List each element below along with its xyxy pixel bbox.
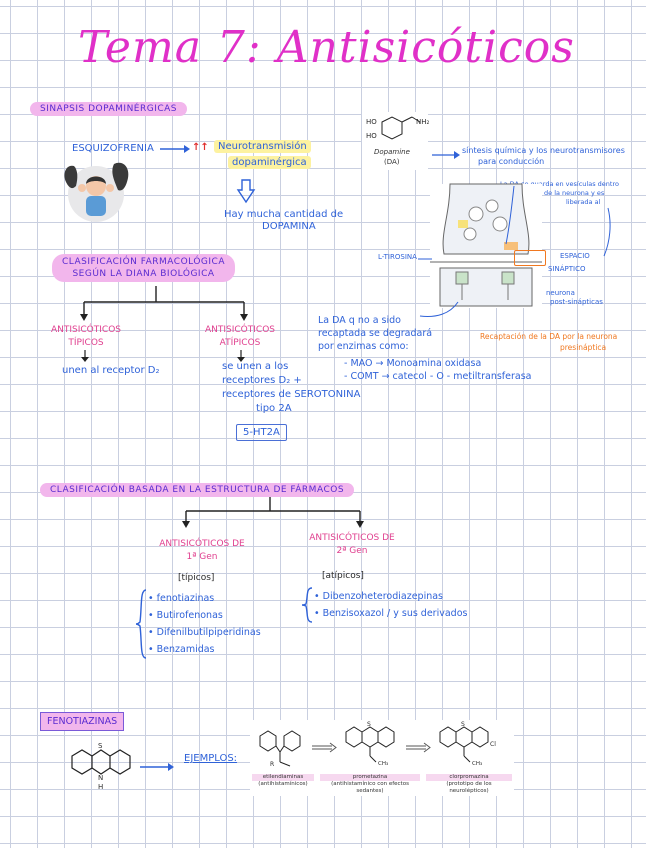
atom-ch3: CH₃ — [378, 761, 389, 767]
arrow-down-icon — [236, 179, 256, 204]
arrow-right-icon — [140, 763, 174, 771]
molecule-abbr: (DA) — [384, 158, 400, 166]
increase-mark: ↑↑ — [192, 142, 209, 153]
molecule-name: Dopamine — [374, 148, 410, 156]
espacio-line1: ESPACIO — [560, 252, 590, 260]
examples-panel: R S S Cl CH₃ CH₃ etilendiaminas (antihis… — [250, 720, 514, 796]
atom-s: S — [98, 742, 103, 750]
arrow-down-icon — [237, 350, 245, 362]
tipicos-description: unen al receptor D₂ — [62, 365, 160, 376]
list-item: • Butirofenonas — [148, 610, 223, 621]
comt-line: - COMT → catecol - O - metiltransferasa — [344, 371, 532, 382]
molecule-ho-2: HO — [366, 132, 377, 140]
atipicos-label: ANTISICÓTICOS ATÍPICOS — [204, 325, 275, 348]
gen1-list: • fenotiazinas • Butirofenonas • Difenil… — [148, 590, 261, 658]
sintesis-line1: síntesis química y los neurotransmisores — [462, 146, 625, 155]
examples-structures — [259, 726, 489, 767]
molecule-nh2: NH₂ — [416, 118, 430, 126]
recaptacion-line1: Recaptación de la DA por la neurona — [480, 332, 618, 341]
list-item: • fenotiazinas — [148, 593, 215, 604]
synapse-diagram — [430, 183, 542, 308]
example-1-caption: etilendiaminas (antihistamínicos) — [252, 774, 314, 788]
gen2-label: ANTISICÓTICOS DE 2ª Gen — [309, 533, 395, 556]
neurona-line2: post-sinápticas — [550, 298, 603, 306]
connector-arrows — [505, 185, 611, 257]
dopamine-structure — [381, 116, 421, 140]
neurotransmision-line1: Neurotransmisión — [214, 140, 311, 153]
arrow-right-icon — [418, 258, 432, 260]
example-3-caption: clorpromazina (prototipo de los neurolép… — [426, 774, 512, 795]
clasificacion-line1: CLASIFICACIÓN FARMACOLÓGICA — [62, 257, 225, 267]
list-item: • Dibenzoheterodiazepinas — [314, 591, 444, 602]
hay-mucha-line1: Hay mucha cantidad de — [224, 209, 344, 220]
tipicos-label: ANTISICÓTICOS TÍPICOS — [50, 325, 121, 348]
brace-gen1 — [135, 589, 147, 659]
atipicos-desc-line2: receptores D₂ + — [222, 375, 302, 386]
mao-line: - MAO → Monoamina oxidasa — [344, 358, 482, 369]
gen2-list: • Dibenzoheterodiazepinas • Benzisoxazol… — [314, 588, 467, 622]
espacio-line2: SINÁPTICO — [548, 265, 586, 273]
l-tirosina-label: L-TIROSINA — [378, 253, 417, 261]
esquizofrenia-illustration — [64, 162, 129, 222]
atom-s: S — [461, 721, 465, 728]
transporter-highlight — [514, 250, 546, 266]
example-2-caption: prometazina (antihistamínico con efectos… — [320, 774, 420, 795]
section-heading-estructura: CLASIFICACIÓN BASADA EN LA ESTRUCTURA DE… — [40, 483, 355, 497]
atom-h: H — [98, 783, 104, 791]
da-recept-line3: por enzimas como: — [318, 341, 409, 352]
atom-cl: Cl — [490, 741, 496, 748]
section-heading-clasificacion-farmacologica: CLASIFICACIÓN FARMACOLÓGICA SEGÚN LA DIA… — [52, 254, 235, 282]
gen1-note: [típicos] — [178, 573, 215, 583]
gen1-label: ANTISICÓTICOS DE 1ª Gen — [159, 539, 245, 562]
sintesis-line2: para conducción — [478, 157, 545, 166]
gen2-note: [atípicos] — [322, 571, 364, 581]
da-guarda-line1: La DA se guarda en vesículas dentro — [500, 180, 619, 188]
dopamine-molecule-panel: HO HO NH₂ Dopamine (DA) — [362, 112, 430, 170]
arrow-right-icon — [432, 151, 460, 159]
brace-gen2 — [301, 587, 313, 623]
da-guarda-line2: de la neurona y es — [544, 189, 605, 197]
list-item: • Difenilbutilpiperidinas — [148, 627, 261, 638]
section-heading-sinapsis: SINAPSIS DOPAMINÉRGICAS — [30, 102, 188, 116]
neurotransmision-line2: dopaminérgica — [228, 156, 311, 169]
atom-ch3: CH₃ — [472, 761, 483, 767]
da-recept-line2: recaptada se degradará — [318, 328, 433, 339]
da-guarda-line3: liberada al — [566, 198, 601, 206]
tree-branch-2 — [182, 497, 364, 528]
section-heading-fenotiazinas: FENOTIAZINAS — [40, 712, 125, 731]
phenothiazine-structure — [71, 749, 131, 775]
neurona-line1: neurona — [546, 289, 575, 297]
list-item: • Benzamidas — [148, 644, 215, 655]
atipicos-desc-line3: receptores de SEROTONINA — [222, 389, 361, 400]
hay-mucha-line2: DOPAMINA — [262, 221, 316, 232]
arrow-down-icon — [81, 350, 89, 362]
tree-branch-1 — [80, 286, 248, 321]
receptor-box: 5-HT2A — [236, 424, 287, 441]
atom-r: R — [270, 761, 275, 768]
ejemplos-label: EJEMPLOS: — [184, 753, 238, 764]
atipicos-desc-line1: se unen a los — [222, 361, 289, 372]
recaptacion-line2: presináptica — [560, 343, 607, 352]
arrow-right-icon — [160, 145, 190, 153]
molecule-ho-1: HO — [366, 118, 377, 126]
page-title: Tema 7: Antisicóticos — [78, 22, 575, 73]
esquizofrenia-label: ESQUIZOFRENIA — [72, 143, 154, 154]
atom-s: S — [367, 721, 371, 728]
da-recept-line1: La DA q no a sido — [318, 315, 401, 326]
connector-arrow — [419, 301, 459, 317]
atipicos-desc-line4: tipo 2A — [256, 403, 292, 414]
clasificacion-line2: SEGÚN LA DIANA BIOLÓGICA — [72, 269, 215, 279]
list-item: • Benzisoxazol / y sus derivados — [314, 608, 468, 619]
atom-n: N — [98, 774, 104, 782]
